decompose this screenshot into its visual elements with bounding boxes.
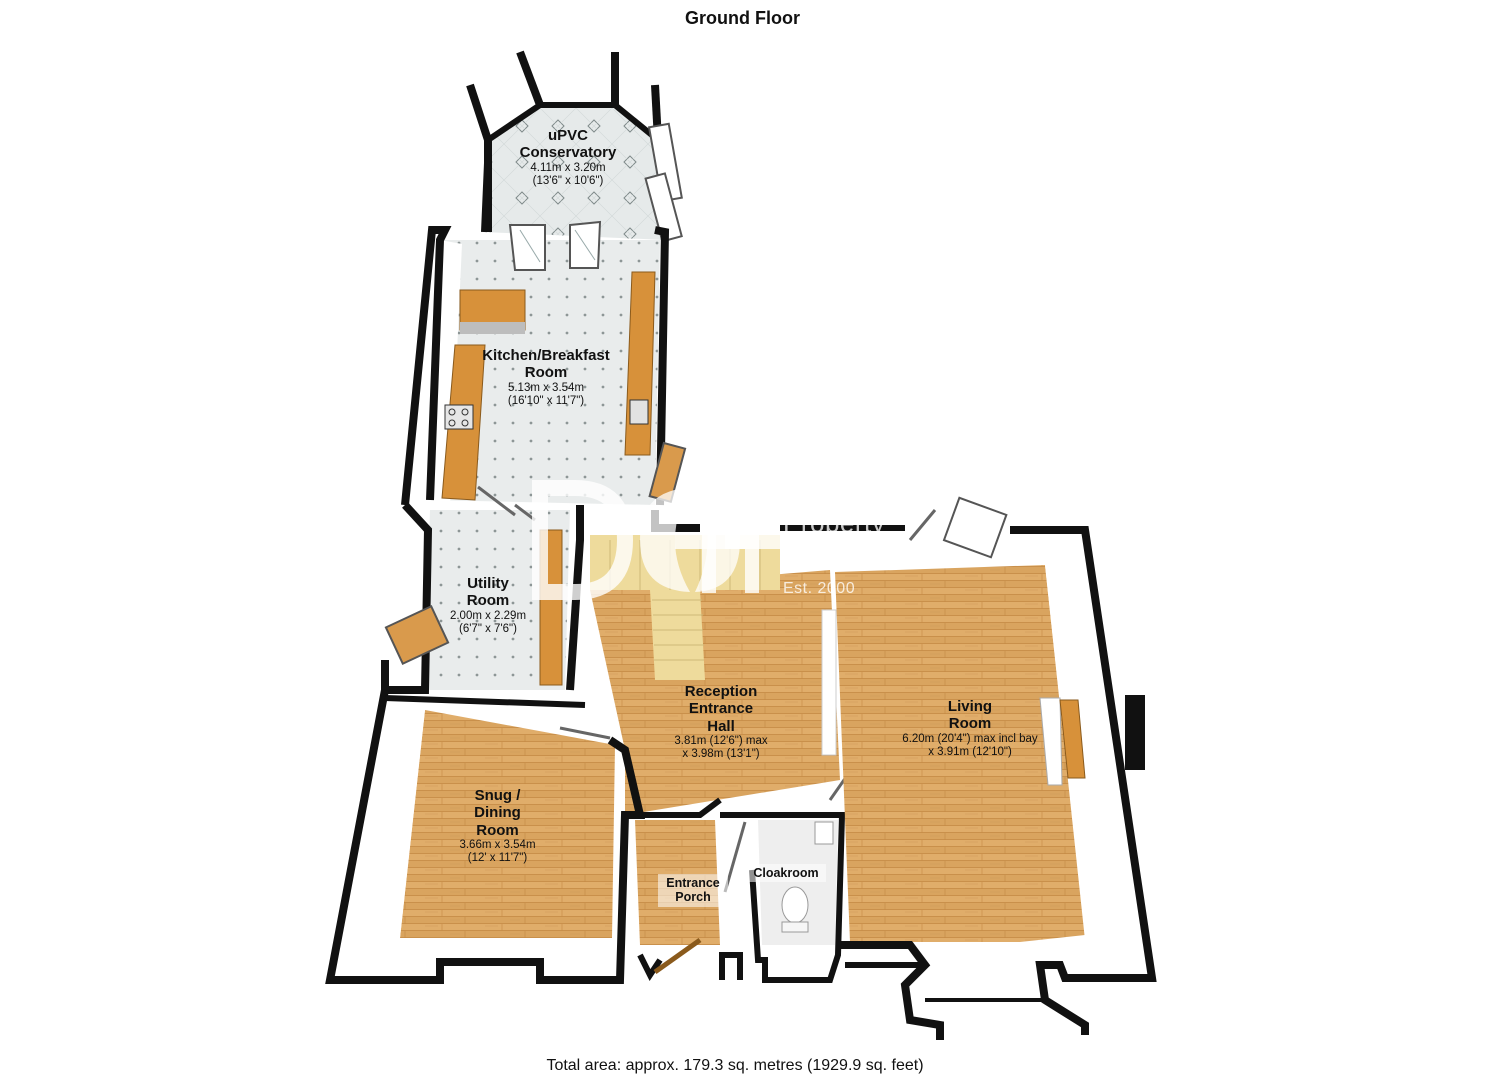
room-name: Reception Entrance Hall bbox=[684, 683, 758, 735]
room-dimensions: 2.00m x 2.29m (6'7" x 7'6") bbox=[449, 609, 527, 635]
room-label-snug: Snug / Dining Room 3.66m x 3.54m (12' x … bbox=[440, 787, 555, 865]
room-name: uPVC Conservatory bbox=[519, 127, 617, 162]
watermark-logo bbox=[532, 480, 780, 600]
snug-area bbox=[325, 689, 646, 984]
room-name: Living Room bbox=[947, 698, 993, 733]
room-label-cloakroom: Cloakroom bbox=[746, 864, 826, 883]
room-dimensions: 4.11m x 3.20m (13'6" x 10'6") bbox=[530, 161, 606, 187]
room-name: Snug / Dining Room bbox=[474, 787, 521, 839]
room-name: Cloakroom bbox=[746, 864, 826, 883]
room-label-hall: Reception Entrance Hall 3.81m (12'6") ma… bbox=[651, 683, 791, 761]
watermark-line3: Consultants bbox=[783, 542, 926, 572]
room-label-utility: Utility Room 2.00m x 2.29m (6'7" x 7'6") bbox=[438, 575, 538, 636]
room-label-kitchen: Kitchen/Breakfast Room 5.13m x 3.54m (16… bbox=[466, 347, 626, 408]
room-dimensions: 3.81m (12'6") max x 3.98m (13'1") bbox=[674, 734, 768, 760]
room-name: Utility Room bbox=[466, 575, 510, 610]
watermark-line4: Est. 2000 bbox=[783, 580, 856, 597]
conservatory-area bbox=[466, 50, 683, 243]
room-dimensions: 5.13m x 3.54m (16'10" x 11'7") bbox=[507, 381, 585, 407]
cloakroom-area bbox=[720, 812, 846, 983]
watermark-line2: Property bbox=[783, 508, 886, 538]
room-dimensions: 3.66m x 3.54m (12' x 11'7") bbox=[459, 838, 536, 864]
kitchen-area bbox=[401, 220, 687, 506]
room-dimensions: 6.20m (20'4") max incl bay x 3.91m (12'1… bbox=[902, 732, 1038, 758]
room-label-conservatory: uPVC Conservatory 4.11m x 3.20m (13'6" x… bbox=[488, 127, 648, 188]
total-area-caption: Total area: approx. 179.3 sq. metres (19… bbox=[546, 1057, 924, 1074]
living-area bbox=[780, 496, 1157, 1040]
room-label-porch: Entrance Porch bbox=[658, 874, 728, 907]
watermark-line1: DG bbox=[783, 480, 823, 510]
room-name: Kitchen/Breakfast Room bbox=[482, 347, 610, 382]
room-label-living: Living Room 6.20m (20'4") max incl bay x… bbox=[885, 698, 1055, 759]
page-title: Ground Floor bbox=[685, 8, 800, 28]
room-name: Entrance Porch bbox=[658, 874, 728, 907]
